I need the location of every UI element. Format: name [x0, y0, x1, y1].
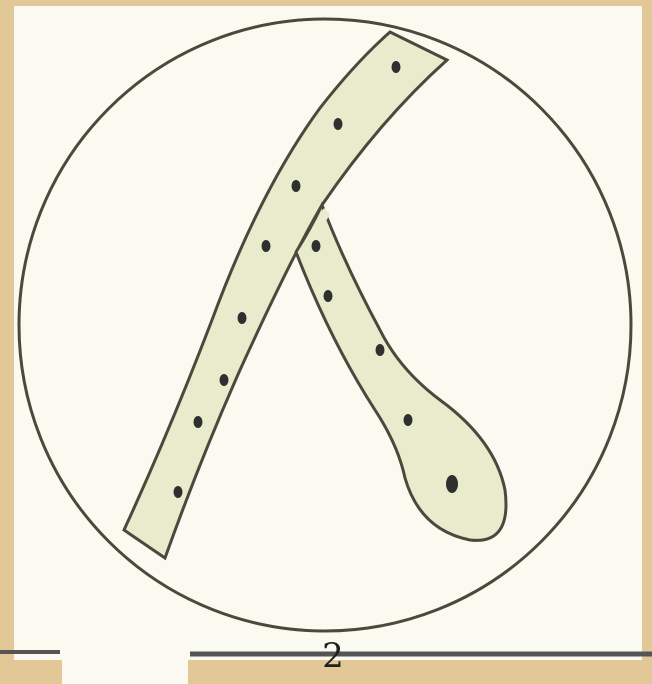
nucleus: [174, 486, 183, 498]
nucleus: [376, 344, 385, 356]
figure-number: 2: [318, 636, 348, 676]
nucleus: [312, 240, 321, 252]
nucleus: [194, 416, 203, 428]
bottom-gap: [62, 650, 188, 684]
nucleus: [334, 118, 343, 130]
nucleus-large: [446, 475, 458, 493]
nucleus: [324, 290, 333, 302]
nucleus: [238, 312, 247, 324]
nucleus: [262, 240, 271, 252]
nucleus: [404, 414, 413, 426]
nucleus: [392, 61, 401, 73]
nucleus: [220, 374, 229, 386]
nucleus: [292, 180, 301, 192]
